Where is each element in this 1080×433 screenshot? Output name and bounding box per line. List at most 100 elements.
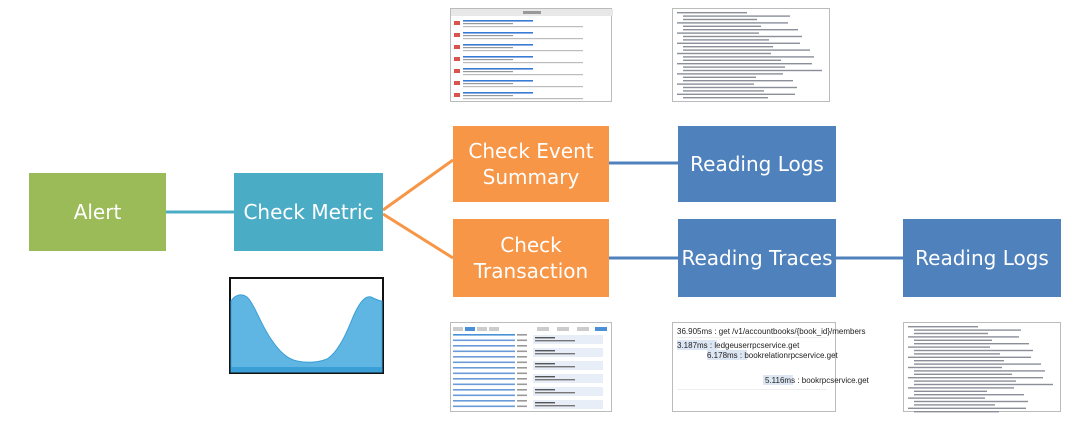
tx-row-value xyxy=(517,334,527,336)
tx-row-value xyxy=(517,367,527,369)
tx-row-value xyxy=(517,361,527,364)
tx-row-value xyxy=(517,394,527,397)
log-line xyxy=(914,373,1012,375)
log-line xyxy=(914,390,987,392)
log-line xyxy=(914,353,1000,355)
alert-label: Alert xyxy=(73,200,122,224)
event-link xyxy=(463,92,533,94)
event-link xyxy=(463,44,533,46)
tx-detail-box xyxy=(533,335,603,344)
log-line xyxy=(914,343,1029,345)
event-meta xyxy=(463,23,513,25)
tx-row-name xyxy=(453,383,515,386)
tx-detail-line xyxy=(535,405,575,407)
event-desc xyxy=(463,50,583,52)
event-meta xyxy=(463,83,513,85)
log-line xyxy=(914,370,1045,372)
log-line xyxy=(914,394,1024,396)
tx-row-value xyxy=(517,339,527,342)
log-line xyxy=(914,329,1021,331)
tx-row-value xyxy=(517,350,527,353)
event-badge xyxy=(454,93,460,97)
metric-chart-thumbnail xyxy=(229,277,384,374)
tx-row-name xyxy=(453,361,515,364)
transaction-thumbnail xyxy=(450,322,612,412)
event-link xyxy=(463,32,533,34)
tx-detail-line xyxy=(535,337,555,339)
log-line xyxy=(683,15,790,17)
reading-traces-label: Reading Traces xyxy=(681,246,833,270)
transaction-thumbnail-image xyxy=(453,327,607,409)
log-line xyxy=(683,25,761,27)
log-line xyxy=(908,326,978,328)
tx-detail-line xyxy=(535,366,575,368)
log-line xyxy=(683,97,768,99)
reading-logs-label-top: Reading Logs xyxy=(690,152,824,176)
tx-row-name xyxy=(453,356,515,358)
check-event-summary-label-line2: Summary xyxy=(482,165,580,189)
log-line xyxy=(683,29,798,31)
log-line xyxy=(683,69,822,72)
reading-logs-node-bottom: Reading Logs xyxy=(903,219,1061,297)
log-line xyxy=(914,363,1041,365)
event-meta xyxy=(463,71,513,73)
trace-span-3-bar xyxy=(707,350,747,360)
log-line xyxy=(908,377,1043,379)
metric-area xyxy=(230,294,383,373)
log-line xyxy=(683,49,810,51)
tx-detail-box xyxy=(533,361,603,370)
event-desc xyxy=(463,38,583,40)
tx-detail-line xyxy=(535,350,555,352)
reading-traces-node: Reading Traces xyxy=(678,219,836,297)
tx-detail-box xyxy=(533,387,603,396)
log-line xyxy=(683,66,785,68)
trace-divider-2 xyxy=(677,389,827,390)
tx-detail-box xyxy=(533,348,603,357)
trace-divider-1 xyxy=(677,337,827,338)
logs-thumbnail-bottom xyxy=(903,322,1061,413)
log-line xyxy=(908,336,1019,338)
tx-detail-line xyxy=(535,379,575,381)
log-line xyxy=(914,411,999,413)
trace-span-2-bar xyxy=(677,340,717,350)
log-line xyxy=(914,380,1016,382)
log-line xyxy=(677,63,812,65)
tx-detail-box xyxy=(533,374,603,383)
trace-thumbnail: 36.905ms : get /v1/accountbooks/{book_id… xyxy=(672,322,869,412)
tx-row-name xyxy=(453,378,515,380)
tx-row-name xyxy=(453,405,515,408)
event-link xyxy=(463,20,533,22)
event-badge xyxy=(454,57,460,61)
tx-row-name xyxy=(453,367,515,369)
reading-logs-node-top: Reading Logs xyxy=(678,126,836,202)
log-line xyxy=(683,46,773,48)
check-event-summary-node: Check Event Summary xyxy=(453,126,609,202)
log-line xyxy=(908,356,1031,358)
event-badge xyxy=(454,81,460,85)
log-line xyxy=(677,22,788,24)
log-line xyxy=(908,397,985,399)
check-transaction-label-line1: Check xyxy=(500,233,562,257)
event-link xyxy=(463,56,533,58)
check-transaction-label-line2: Transaction xyxy=(473,259,589,283)
tx-row-name xyxy=(453,339,515,342)
event-meta xyxy=(463,47,513,49)
tx-row-name xyxy=(453,389,515,391)
tx-row-name xyxy=(453,350,515,353)
tx-row-value xyxy=(517,378,527,380)
trace-span-3: 6.178ms : bookrelationrpcservice.get xyxy=(707,351,838,360)
log-line xyxy=(683,59,781,61)
log-line xyxy=(914,332,988,335)
logs-thumbnail-top xyxy=(672,8,830,102)
tx-detail-line xyxy=(535,389,555,391)
log-line xyxy=(677,32,759,34)
tx-row-value xyxy=(517,372,527,375)
logs-thumbnail-bottom-image xyxy=(908,326,1053,413)
log-line xyxy=(683,18,757,21)
tx-row-value xyxy=(517,345,527,347)
event-meta xyxy=(463,35,513,37)
event-badge xyxy=(454,21,460,25)
event-desc xyxy=(463,86,583,88)
log-line xyxy=(683,86,797,89)
